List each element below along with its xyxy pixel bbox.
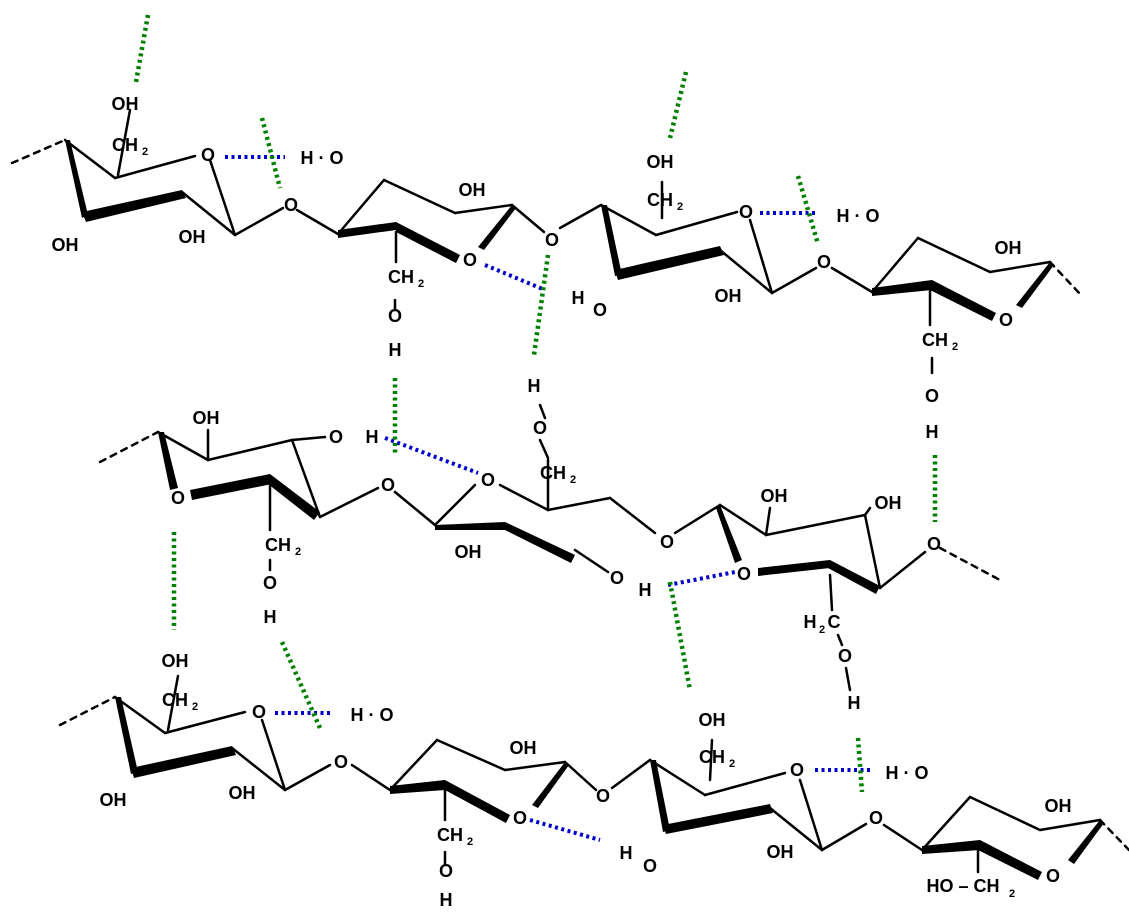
label-oh: OH <box>229 783 256 803</box>
label-subscript: 2 <box>467 836 473 848</box>
label-ring-o: O <box>252 702 266 722</box>
label-oh: OH <box>100 790 127 810</box>
label-oh: OH <box>510 738 537 758</box>
label-h: H <box>389 340 402 360</box>
label-glycosidic-o: O <box>596 786 610 806</box>
label-ch2: CH <box>540 463 566 483</box>
label-subscript: 2 <box>819 624 825 636</box>
label-glycosidic-o: O <box>381 475 395 495</box>
label-oh: OH <box>179 227 206 247</box>
label-oh: OH <box>699 710 726 730</box>
chain-top-bonds <box>10 108 1084 375</box>
label-glycosidic-o: O <box>817 252 831 272</box>
label-o: O <box>838 646 852 666</box>
label-oh: OH <box>647 152 674 172</box>
label-ch2: CH <box>699 747 725 767</box>
label-glycosidic-o: O <box>869 808 883 828</box>
label-o: O <box>263 573 277 593</box>
label-ring-o: O <box>737 564 751 584</box>
label-ch2: CH <box>922 330 948 350</box>
label-oh: OH <box>112 94 139 114</box>
label-h: H <box>528 376 541 396</box>
label-h: H <box>639 580 652 600</box>
label-ring-o: O <box>171 488 185 508</box>
chain-bottom-wedges <box>115 697 1104 880</box>
label-o: O <box>925 386 939 406</box>
label-subscript: 2 <box>952 341 958 353</box>
label-h: H <box>848 693 861 713</box>
chain-top-wedges <box>65 140 1054 321</box>
chain-middle-bonds <box>98 403 1002 692</box>
label-ch2: CH <box>388 267 414 287</box>
label-ring-o: O <box>999 310 1013 330</box>
label-h-dot-o: H · O <box>301 148 344 168</box>
label-oh: OH <box>193 408 220 428</box>
label-h-dot-o: H · O <box>351 705 394 725</box>
label-oh: OH <box>761 486 788 506</box>
hydrogen-bonds-intramolecular <box>225 155 870 842</box>
label-subscript: 2 <box>677 201 683 213</box>
label-glycosidic-o: O <box>334 752 348 772</box>
label-h: H <box>264 607 277 627</box>
label-subscript: 2 <box>570 474 576 486</box>
label-oh: OH <box>995 238 1022 258</box>
label-ch2: CH <box>112 135 138 155</box>
label-glycosidic-o: O <box>545 230 559 250</box>
label-oh: OH <box>455 542 482 562</box>
label-o: O <box>439 861 453 881</box>
label-oh: OH <box>52 235 79 255</box>
label-o: O <box>610 568 624 588</box>
label-glycosidic-o: O <box>660 532 674 552</box>
label-oh: OH <box>1045 796 1072 816</box>
label-glycosidic-o: O <box>927 534 941 554</box>
label-ring-o: O <box>790 760 804 780</box>
label-h2c-c: C <box>828 612 841 632</box>
label-subscript: 2 <box>295 546 301 558</box>
label-oh: OH <box>875 493 902 513</box>
label-o: O <box>593 300 607 320</box>
label-ch2: CH <box>265 535 291 555</box>
label-subscript: 2 <box>418 278 424 290</box>
chain-bottom-bonds <box>58 674 1129 874</box>
label-oh: OH <box>767 842 794 862</box>
label-h: H <box>572 288 585 308</box>
label-ring-o: O <box>513 808 527 828</box>
label-h-dot-o: H · O <box>886 763 929 783</box>
label-ring-o: O <box>1046 866 1060 886</box>
label-o: O <box>329 427 343 447</box>
label-h-dot-o: H · O <box>837 206 880 226</box>
label-h: H <box>366 427 379 447</box>
label-h2c-h: H <box>804 612 817 632</box>
chain-middle-wedges <box>158 432 880 594</box>
label-h: H <box>440 890 453 910</box>
label-o: O <box>643 856 657 876</box>
label-h: H <box>926 422 939 442</box>
chain-middle-labels: OH O H O CH 2 O H O O H O CH 2 OH O H O … <box>171 376 941 713</box>
label-subscript: 2 <box>142 146 148 158</box>
label-ch2: CH <box>162 690 188 710</box>
label-subscript: 2 <box>729 758 735 770</box>
hydrogen-bonds-intermolecular <box>133 14 938 793</box>
chain-bottom-labels: OH CH 2 O OH OH O H · O OH O O CH 2 O H … <box>100 651 1072 910</box>
label-o: O <box>388 306 402 326</box>
label-ring-o: O <box>739 202 753 222</box>
label-glycosidic-o: O <box>284 195 298 215</box>
label-subscript: 2 <box>1009 888 1015 900</box>
label-subscript: 2 <box>192 701 198 713</box>
label-oh: OH <box>162 651 189 671</box>
label-ring-o: O <box>201 145 215 165</box>
label-ring-o: O <box>463 250 477 270</box>
label-ho-ch2: HO – CH <box>926 876 999 896</box>
label-ch2: CH <box>647 190 673 210</box>
label-o: O <box>533 418 547 438</box>
label-ring-o: O <box>481 470 495 490</box>
label-ch2: CH <box>437 825 463 845</box>
label-h: H <box>620 843 633 863</box>
chain-top-labels: OH CH 2 O OH OH O H · O OH O O CH 2 O H … <box>52 94 1022 442</box>
label-oh: OH <box>459 180 486 200</box>
label-oh: OH <box>715 286 742 306</box>
